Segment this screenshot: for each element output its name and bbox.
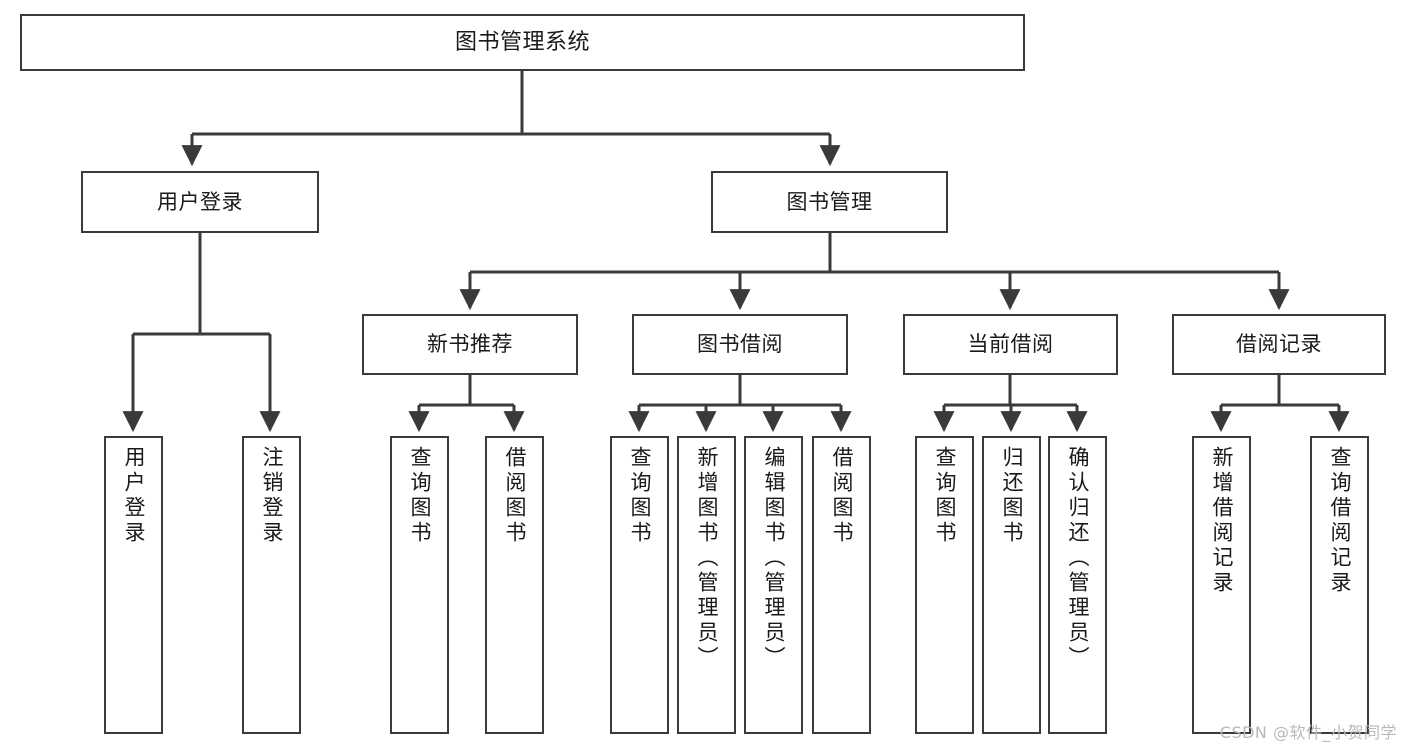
node-label: 查询借阅记录 bbox=[1328, 446, 1352, 596]
leaf-current-borrow-confirm-return[interactable]: 确认归还（管理员） bbox=[1048, 436, 1107, 734]
leaf-new-book-borrow[interactable]: 借阅图书 bbox=[485, 436, 544, 734]
node-label: 查询图书 bbox=[408, 446, 432, 546]
node-label: 图书管理系统 bbox=[454, 29, 590, 55]
node-label: 确认归还（管理员） bbox=[1066, 446, 1090, 671]
node-book-management[interactable]: 图书管理 bbox=[711, 171, 948, 233]
node-root-system[interactable]: 图书管理系统 bbox=[20, 14, 1025, 71]
leaf-borrow-record-query[interactable]: 查询借阅记录 bbox=[1310, 436, 1369, 734]
leaf-book-borrow-query[interactable]: 查询图书 bbox=[610, 436, 669, 734]
node-label: 新增借阅记录 bbox=[1210, 446, 1234, 596]
node-label: 编辑图书（管理员） bbox=[762, 446, 786, 671]
leaf-user-login-login[interactable]: 用户登录 bbox=[104, 436, 163, 734]
node-label: 借阅图书 bbox=[503, 446, 527, 546]
node-label: 查询图书 bbox=[628, 446, 652, 546]
node-label: 新书推荐 bbox=[427, 332, 513, 357]
node-label: 图书借阅 bbox=[697, 332, 783, 357]
leaf-borrow-record-add[interactable]: 新增借阅记录 bbox=[1192, 436, 1251, 734]
leaf-book-borrow-borrow[interactable]: 借阅图书 bbox=[812, 436, 871, 734]
csdn-watermark: CSDN @软件_小贺同学 bbox=[1219, 723, 1397, 742]
node-label: 图书管理 bbox=[786, 189, 873, 214]
node-label: 新增图书（管理员） bbox=[695, 446, 719, 671]
node-label: 用户登录 bbox=[122, 446, 146, 546]
node-label: 查询图书 bbox=[933, 446, 957, 546]
leaf-new-book-query[interactable]: 查询图书 bbox=[390, 436, 449, 734]
node-label: 注销登录 bbox=[260, 446, 284, 546]
node-borrow-record[interactable]: 借阅记录 bbox=[1172, 314, 1386, 375]
leaf-user-login-logout[interactable]: 注销登录 bbox=[242, 436, 301, 734]
node-label: 归还图书 bbox=[1000, 446, 1024, 546]
leaf-book-borrow-edit[interactable]: 编辑图书（管理员） bbox=[744, 436, 803, 734]
node-label: 用户登录 bbox=[157, 189, 243, 214]
node-label: 借阅图书 bbox=[830, 446, 854, 546]
node-current-borrow[interactable]: 当前借阅 bbox=[903, 314, 1118, 375]
leaf-current-borrow-return[interactable]: 归还图书 bbox=[982, 436, 1041, 734]
leaf-book-borrow-add[interactable]: 新增图书（管理员） bbox=[677, 436, 736, 734]
node-new-book-recommend[interactable]: 新书推荐 bbox=[362, 314, 578, 375]
node-user-login[interactable]: 用户登录 bbox=[81, 171, 319, 233]
node-label: 当前借阅 bbox=[967, 332, 1054, 357]
node-label: 借阅记录 bbox=[1236, 332, 1322, 357]
leaf-current-borrow-query[interactable]: 查询图书 bbox=[915, 436, 974, 734]
node-book-borrow[interactable]: 图书借阅 bbox=[632, 314, 848, 375]
